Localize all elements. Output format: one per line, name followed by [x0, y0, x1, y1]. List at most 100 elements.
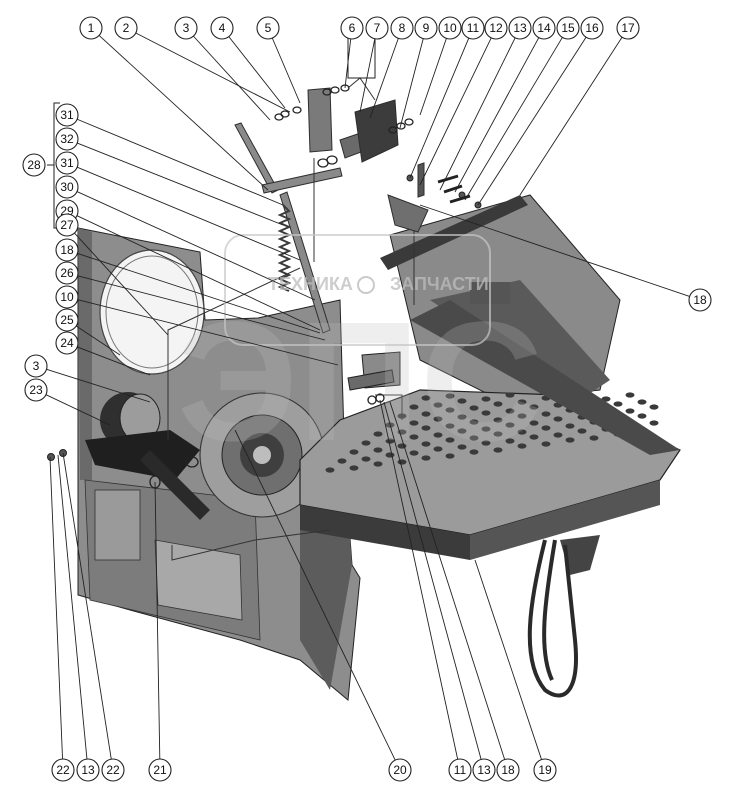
leader-line [76, 166, 301, 261]
callout-circle [55, 308, 79, 332]
callout-12: 12 [484, 16, 508, 40]
callout-number: 3 [33, 359, 40, 373]
callout-circle [24, 378, 48, 402]
callout-number: 11 [454, 763, 467, 777]
panel-opening-upper [99, 249, 205, 375]
perforation-hole [445, 393, 455, 399]
callout-23: 23 [24, 378, 48, 402]
perforation-hole [469, 419, 479, 425]
perforation-hole [493, 431, 503, 437]
leader-line [419, 204, 690, 297]
perforation-hole [445, 407, 455, 413]
pins [437, 174, 471, 204]
callout-1: 1 [79, 16, 103, 40]
perforation-hole [433, 402, 443, 408]
perforation-hole [505, 408, 515, 414]
perforation-hole [409, 450, 419, 456]
perforation-hole [457, 444, 467, 450]
perforation-hole [373, 461, 383, 467]
callout-number: 30 [60, 180, 74, 194]
lever-housing [85, 392, 210, 520]
leader-line [379, 399, 459, 760]
perforation-hole [421, 411, 431, 417]
leader-line [77, 346, 151, 376]
perforation-hole [649, 404, 659, 410]
leader-line [383, 401, 482, 760]
callout-circle [508, 16, 532, 40]
rear-rail [380, 195, 528, 270]
callout-circle [414, 16, 438, 40]
callout-circle [388, 758, 412, 782]
perforation-hole [637, 399, 647, 405]
perforation-hole [541, 425, 551, 431]
perforation-hole [481, 426, 491, 432]
perforation-hole [625, 392, 635, 398]
perforation-hole [433, 432, 443, 438]
leader-line [77, 299, 339, 366]
perforation-hole [649, 420, 659, 426]
perforation-hole [493, 447, 503, 453]
callout-number: 24 [60, 336, 74, 350]
watermark-left-text: ТЕХНИКА [268, 274, 353, 294]
callout-circle [79, 16, 103, 40]
perforation-hole [565, 423, 575, 429]
callout-circle [461, 16, 485, 40]
perforation-hole [517, 443, 527, 449]
leader-line [77, 142, 284, 226]
leader-line [399, 38, 424, 129]
leader-line [454, 37, 540, 193]
tension-spring [277, 204, 292, 292]
perforation-hole [529, 434, 539, 440]
perforation-hole [493, 417, 503, 423]
callout-circle [114, 16, 138, 40]
callout-number: 1 [88, 21, 95, 35]
callout-circle [76, 758, 100, 782]
callout-circle [472, 758, 496, 782]
callout-circle [688, 288, 712, 312]
perforation-hole [445, 453, 455, 459]
leader-line [409, 37, 470, 179]
callout-31: 31 [55, 151, 79, 175]
callout-number: 10 [443, 21, 457, 35]
callout-number: 10 [60, 290, 74, 304]
callout-number: 22 [106, 763, 120, 777]
callout-number: 13 [477, 763, 491, 777]
callout-number: 18 [501, 763, 515, 777]
callout-number: 32 [60, 132, 74, 146]
perforation-hole [505, 438, 515, 444]
callout-circle [55, 261, 79, 285]
callout-circle [484, 16, 508, 40]
perforation-hole [553, 432, 563, 438]
watermark-right-text: ЗАПЧАСТИ [390, 274, 489, 294]
callout-circle [148, 758, 172, 782]
perforation-hole [589, 435, 599, 441]
leader-line [77, 253, 321, 334]
leader-line [419, 37, 492, 186]
callout-13: 13 [76, 758, 100, 782]
perforation-hole [409, 420, 419, 426]
callout-3: 3 [174, 16, 198, 40]
callout-26: 26 [55, 261, 79, 285]
perforation-hole [517, 399, 527, 405]
callout-number: 13 [513, 21, 527, 35]
perforation-hole [361, 440, 371, 446]
callout-24: 24 [55, 331, 79, 355]
leader-line [154, 481, 161, 760]
perforation-hole [505, 422, 515, 428]
perforation-hole [505, 392, 515, 398]
callout-circle [365, 16, 389, 40]
callout-10: 10 [55, 285, 79, 309]
leader-line [228, 36, 286, 109]
leader-line [234, 429, 396, 761]
leader-line [76, 215, 321, 331]
leader-line [98, 35, 269, 191]
callout-14: 14 [532, 16, 556, 40]
perforation-hole [517, 413, 527, 419]
callout-17: 17 [616, 16, 640, 40]
callout-18-right: 18 [688, 288, 712, 312]
watermark-gear-icon [357, 276, 375, 294]
perforation-hole [565, 437, 575, 443]
perforation-hole [577, 428, 587, 434]
callout-number: 18 [60, 243, 74, 257]
